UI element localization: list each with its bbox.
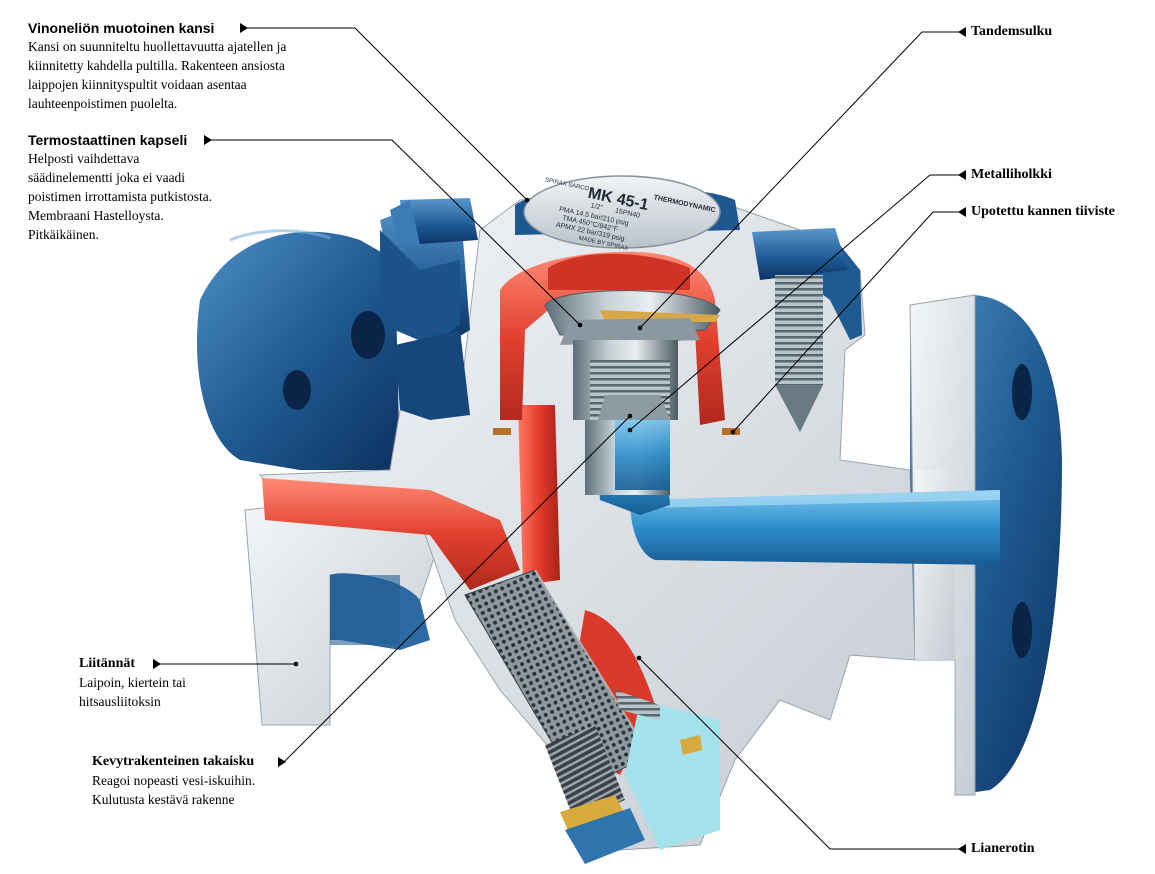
label-capsule-line-3: poistimen irrottamista putkistosta. <box>28 189 213 204</box>
label-tandem-seal-title: Tandemsulku <box>971 24 1053 39</box>
callout-markers <box>153 23 966 854</box>
leader-gasket <box>732 211 960 433</box>
label-check-valve-title: Kevytrakenteinen takaisku <box>92 754 255 769</box>
nameplate-size: 1/2" <box>590 202 604 211</box>
label-cover-gasket-title: Upotettu kannen tiiviste <box>971 204 1115 219</box>
label-capsule: Termostaattinen kapseli Helposti vaihdet… <box>28 131 212 244</box>
label-capsule-line-4: Membraani Hastelloysta. <box>28 208 164 223</box>
label-connections: Liitännät Laipoin, kiertein tai hitsausl… <box>79 655 186 711</box>
leader-sleeve <box>629 174 960 431</box>
label-connections-line-2: hitsausliitoksin <box>79 694 161 709</box>
label-strainer: Lianerotin <box>971 840 1035 858</box>
leader-strainer <box>638 657 960 850</box>
marker-connections <box>153 659 161 669</box>
leader-checkvalve <box>283 415 631 763</box>
label-cover-line-4: lauhteenpoistimen puolelta. <box>28 96 178 111</box>
label-check-valve-line-2: Kulutusta kestävä rakenne <box>92 792 235 807</box>
label-metal-sleeve: Metalliholkki <box>971 166 1052 184</box>
label-cover-line-2: kiinnitetty kahdella pultilla. Rakenteen… <box>28 58 285 73</box>
nameplate <box>523 175 721 249</box>
marker-gasket <box>958 207 966 217</box>
strainer-cap <box>545 690 720 864</box>
leader-tandem <box>639 31 960 329</box>
leader-capsule <box>210 139 581 326</box>
label-check-valve: Kevytrakenteinen takaisku Reagoi nopeast… <box>92 753 255 809</box>
label-connections-title: Liitännät <box>79 656 136 671</box>
label-cover: Vinoneliön muotoinen kansi Kansi on suun… <box>28 19 286 113</box>
cover-boss: MK 45-1 THERMODYNAMIC 1/2" 15PN40 SPIRAX… <box>515 175 740 252</box>
label-metal-sleeve-title: Metalliholkki <box>971 167 1052 182</box>
cover-bolt-right <box>752 228 848 432</box>
marker-capsule <box>204 135 212 145</box>
label-capsule-line-2: säädinelementti joka ei vaadi <box>28 170 186 185</box>
thermostatic-capsule <box>544 290 721 495</box>
cover-bolt-left <box>390 198 478 245</box>
label-capsule-line-1: Helposti vaihdettava <box>28 151 140 166</box>
label-capsule-line-5: Pitkäikäinen. <box>28 227 99 242</box>
label-connections-line-1: Laipoin, kiertein tai <box>79 675 186 690</box>
marker-sleeve <box>958 170 966 180</box>
label-cover-title: Vinoneliön muotoinen kansi <box>28 20 215 36</box>
label-tandem-seal: Tandemsulku <box>971 23 1052 41</box>
inlet-flange <box>196 229 400 470</box>
cover-gasket-left <box>493 428 511 435</box>
callout-leaders <box>158 27 960 850</box>
label-check-valve-line-1: Reagoi nopeasti vesi-iskuihin. <box>92 773 256 788</box>
marker-checkvalve <box>278 757 286 767</box>
marker-strainer <box>958 844 966 854</box>
marker-tandem <box>958 27 966 37</box>
label-capsule-title: Termostaattinen kapseli <box>28 132 188 148</box>
label-cover-line-1: Kansi on suunniteltu huollettavuutta aja… <box>28 39 287 54</box>
label-cover-gasket: Upotettu kannen tiiviste <box>971 203 1115 221</box>
marker-cover <box>240 23 248 33</box>
leader-cover <box>246 27 528 201</box>
label-cover-line-3: laippojen kiinnityspultit voidaan asenta… <box>28 77 247 92</box>
label-strainer-title: Lianerotin <box>971 841 1035 856</box>
